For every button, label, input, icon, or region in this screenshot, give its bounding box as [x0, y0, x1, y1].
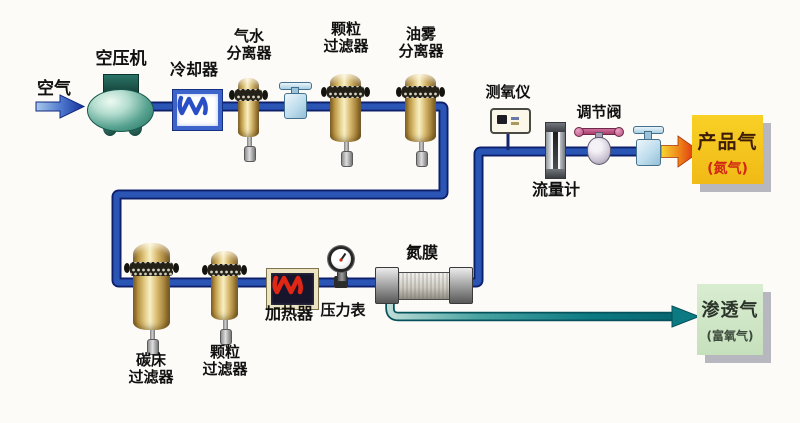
oxygen-analyzer [490, 108, 531, 134]
filter-collar [202, 264, 247, 276]
separator-drain-valve [244, 137, 256, 162]
outlet-valve [636, 139, 661, 166]
flow-meter [545, 122, 566, 179]
cooler [173, 90, 222, 130]
carbon-bed-filter [124, 243, 179, 355]
separator-collar [396, 86, 445, 98]
regulating-valve-label: 调节阀 [576, 103, 622, 121]
compressor-label: 空压机 [95, 49, 147, 69]
oxygen-analyzer-label: 测氧仪 [485, 83, 531, 101]
regulating-valve [587, 137, 611, 165]
pressure-gauge [328, 246, 354, 272]
cooler-label: 冷却器 [169, 60, 218, 79]
filter-collar [124, 262, 179, 276]
filter-drain-valve [341, 142, 353, 167]
analyzer-readout-segment [511, 117, 519, 120]
filter-drain-valve [147, 330, 159, 355]
main-pipe [113, 103, 664, 286]
product-arrow-icon [660, 135, 701, 168]
cooler-coil-icon [177, 95, 208, 116]
nitrogen-membrane-right-cap [449, 267, 473, 304]
gas-water-separator-label: 气水 分离器 [226, 27, 272, 62]
nitrogen-membrane-left-cap [375, 267, 399, 304]
filter-drain-valve [220, 320, 232, 345]
particle-filter-bottom [202, 251, 247, 345]
heater [267, 269, 318, 309]
permeate-gas-title: 渗透气 [701, 300, 759, 321]
inlet-valve [284, 93, 307, 119]
pressure-gauge-label: 压力表 [320, 301, 366, 319]
carbon-bed-filter-label: 碳床 过滤器 [128, 351, 174, 386]
product-gas-title: 产品气 [697, 131, 758, 153]
gas-water-separator [229, 78, 268, 162]
separator-collar [229, 89, 268, 101]
air-label: 空气 [37, 79, 71, 99]
flow-meter-bottom-cap [546, 169, 565, 178]
permeate-gas-subtitle: (富氧气) [706, 329, 754, 343]
nitrogen-membrane-body [393, 272, 455, 300]
separator-drain-valve [416, 142, 428, 167]
air-arrow-icon [35, 94, 86, 119]
heater-label: 加热器 [264, 304, 313, 323]
heater-coil-icon [272, 275, 303, 295]
particle-filter-bottom-label: 颗粒 过滤器 [202, 343, 248, 378]
filter-collar [321, 86, 370, 98]
particle-filter-top-label: 颗粒 过滤器 [323, 20, 369, 55]
permeate-gas-box: 渗透气 (富氧气) [697, 284, 771, 363]
analyzer-readout-segment [511, 122, 519, 125]
permeate-pipe [387, 296, 672, 320]
nitrogen-membrane-label: 氮膜 [405, 243, 438, 262]
flow-meter-top-cap [546, 123, 565, 132]
analyzer-display-icon [497, 115, 507, 124]
permeate-arrow-icon [671, 305, 701, 328]
product-gas-box: 产品气 (氮气) [692, 115, 771, 192]
oil-mist-separator-label: 油雾 分离器 [398, 25, 444, 60]
air-compressor [87, 89, 154, 132]
particle-filter-top [321, 74, 370, 167]
oil-mist-separator [396, 74, 445, 167]
flow-meter-label: 流量计 [531, 180, 580, 199]
flow-meter-tube [553, 132, 558, 169]
product-gas-subtitle: (氮气) [707, 161, 748, 177]
